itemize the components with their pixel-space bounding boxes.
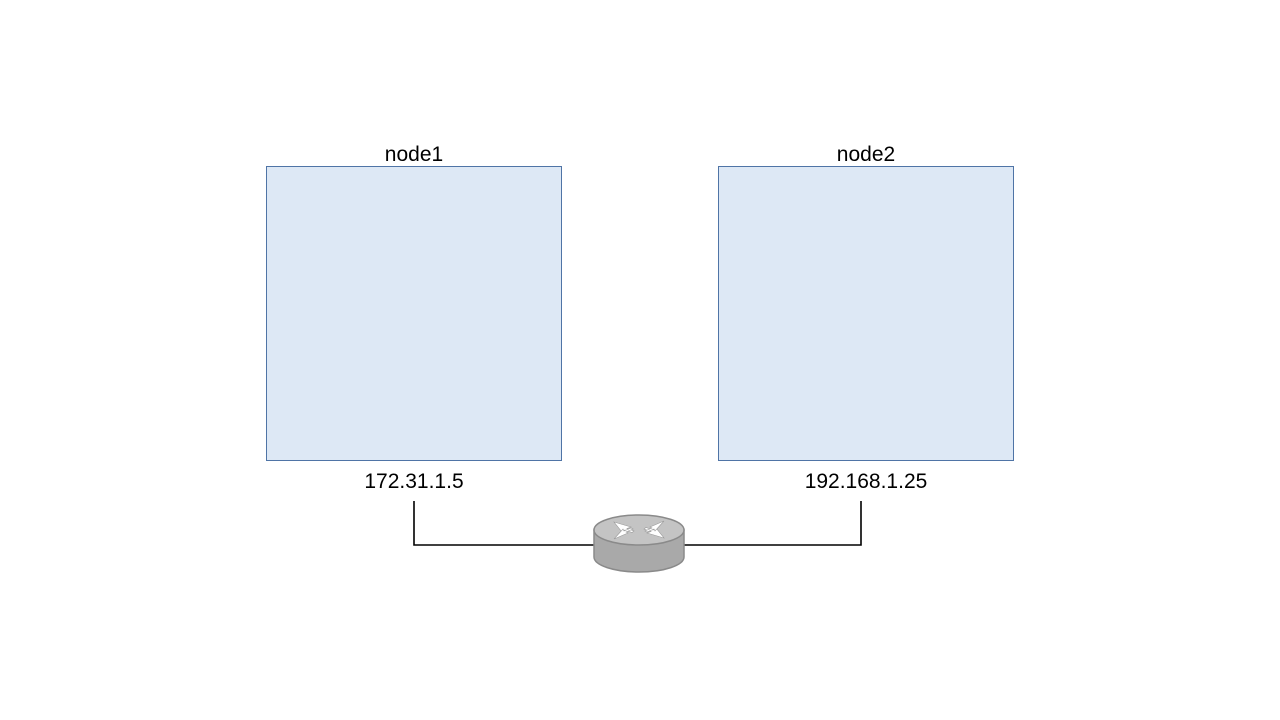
link-router-node2 <box>680 501 862 546</box>
node2-ip-label: 192.168.1.25 <box>804 470 928 493</box>
node1-box <box>266 166 562 461</box>
node1-ip-label: 172.31.1.5 <box>364 470 464 493</box>
link-node1-router <box>413 501 600 546</box>
node2-title: node2 <box>836 143 896 166</box>
node1-title: node1 <box>384 143 444 166</box>
router-icon <box>593 514 685 573</box>
node2-box <box>718 166 1014 461</box>
